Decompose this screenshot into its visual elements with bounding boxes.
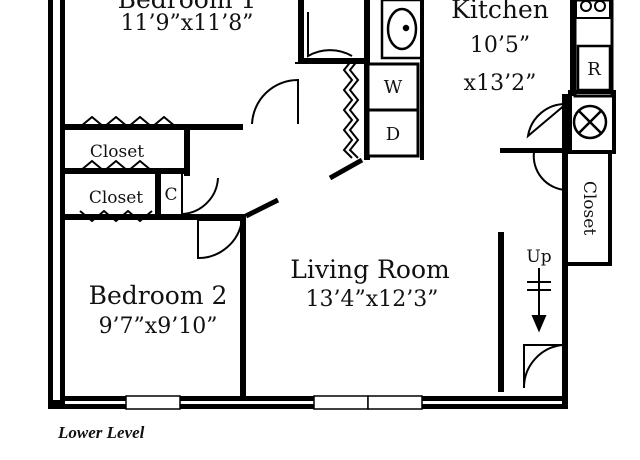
level-caption: Lower Level — [57, 423, 145, 442]
closet-right-label: Closet — [579, 181, 599, 235]
stairs — [527, 268, 551, 333]
stove — [575, 0, 611, 19]
dryer-label: D — [386, 124, 400, 145]
angled-walls — [244, 157, 364, 219]
closet-small-label: C — [164, 185, 177, 205]
kitchen-sink — [572, 104, 608, 140]
refrigerator-label: R — [587, 59, 601, 80]
windows — [125, 395, 423, 410]
door-swings — [181, 12, 567, 389]
stairs-up-label: Up — [526, 247, 551, 267]
closet-upper-label: Closet — [90, 142, 144, 162]
kitchen-dims-line2: x13’2” — [464, 71, 537, 96]
living-room-name: Living Room — [290, 255, 450, 284]
closet-lower-label: Closet — [89, 188, 143, 208]
bedroom2-name: Bedroom 2 — [89, 281, 228, 310]
kitchen-name: Kitchen — [451, 0, 549, 24]
washer-label: W — [384, 77, 403, 98]
washer-dryer — [366, 62, 420, 158]
bedroom1-name: Bedroom 1 — [118, 0, 257, 14]
refrigerator — [576, 44, 612, 92]
bathroom-fixture — [380, 0, 424, 60]
living-room-dims: 13’4”x12’3” — [306, 287, 439, 312]
kitchen-dims-line1: 10’5” — [470, 33, 530, 58]
bedroom2-dims: 9’7”x9’10” — [99, 314, 218, 339]
bedroom1-dims: 11’9”x11’8” — [121, 11, 254, 36]
closet-zigzags — [79, 59, 360, 223]
